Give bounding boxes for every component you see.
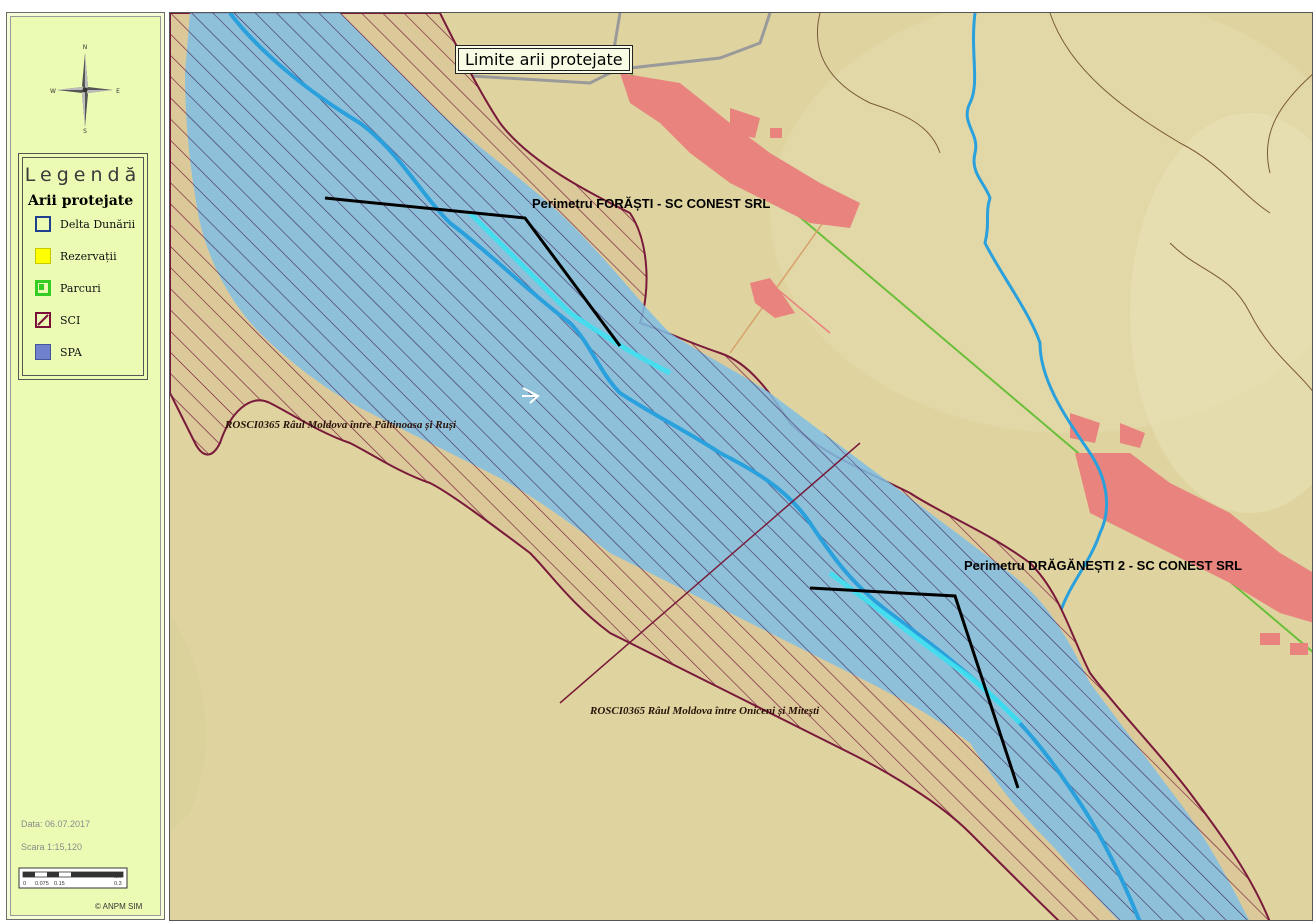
perimeter-forasti-line[interactable] bbox=[324, 196, 622, 347]
compass-east-label: E bbox=[116, 88, 120, 95]
map-date: Data: 06.07.2017 bbox=[21, 819, 91, 829]
compass-rose-icon: N S E W bbox=[50, 44, 120, 135]
site-label-north: ROSCI0365 Râul Moldova între Păltinoasa … bbox=[225, 419, 457, 431]
scale-tick-0: 0 bbox=[23, 881, 26, 887]
compass-west-label: W bbox=[50, 88, 56, 95]
legend-title: Legendă bbox=[24, 164, 142, 186]
scale-unit: km bbox=[114, 874, 121, 880]
legend-label-spa: SPA bbox=[60, 345, 82, 359]
spa-swatch-icon bbox=[35, 344, 51, 360]
legend-item-delta: Delta Dunării bbox=[35, 214, 135, 234]
compass-north-label: N bbox=[83, 44, 88, 51]
sci-swatch-icon bbox=[35, 312, 51, 328]
perimeter-label-forasti: Perimetru FORĂȘTI - SC CONEST SRL bbox=[532, 196, 771, 211]
settlement-north bbox=[620, 73, 860, 318]
legend-label-parks: Parcuri bbox=[60, 281, 101, 295]
scale-bar: 0 0.075 0.15 0.3 km bbox=[18, 867, 128, 889]
legend-label-delta: Delta Dunării bbox=[60, 217, 136, 231]
legend-box: Legendă Arii protejate Delta Dunării Rez… bbox=[18, 153, 148, 380]
legend-panel: N S E W Legendă Arii protejate Delta Dun… bbox=[6, 12, 165, 920]
scale-tick-3: 0.3 bbox=[114, 881, 122, 887]
legend-item-reserves: Rezervații bbox=[35, 246, 117, 266]
map-canvas[interactable] bbox=[170, 13, 1313, 921]
scale-tick-1: 0.075 bbox=[35, 881, 49, 887]
legend-label-sci: SCI bbox=[60, 313, 81, 327]
map-scale: Scara 1:15,120 bbox=[21, 842, 83, 852]
legend-item-parks: Parcuri bbox=[35, 278, 101, 298]
direction-arrow-icon bbox=[522, 387, 540, 404]
delta-swatch-icon bbox=[35, 216, 51, 232]
legend-item-sci: SCI bbox=[35, 310, 80, 330]
perimeter-label-draganesti: Perimetru DRĂGĂNEȘTI 2 - SC CONEST SRL bbox=[964, 558, 1243, 573]
legend-item-spa: SPA bbox=[35, 342, 82, 362]
reserve-swatch-icon bbox=[35, 248, 51, 264]
legend-subtitle: Arii protejate bbox=[28, 193, 134, 209]
map-view[interactable]: Limite arii protejate Perimetru FORĂȘTI … bbox=[169, 12, 1313, 921]
legend-label-reserves: Rezervații bbox=[60, 249, 117, 263]
park-swatch-icon bbox=[35, 280, 51, 296]
map-title: Limite arii protejate bbox=[458, 48, 630, 71]
scale-tick-2: 0.15 bbox=[54, 881, 65, 887]
credit: © ANPM SIM bbox=[95, 902, 143, 911]
site-label-south: ROSCI0365 Râul Moldova între Oniceni și … bbox=[590, 705, 820, 717]
perimeter-draganesti-line[interactable] bbox=[809, 586, 1020, 789]
compass-south-label: S bbox=[83, 128, 87, 135]
